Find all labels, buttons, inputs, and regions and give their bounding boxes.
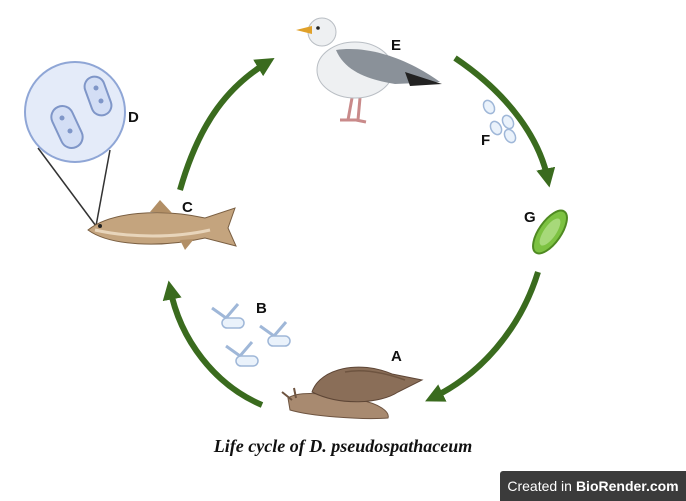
arrow-gull-to-egg [453, 55, 556, 188]
arrow-fish-to-gull [177, 58, 275, 191]
arrow-egg-to-snail [425, 271, 541, 402]
label-e: E [391, 37, 401, 54]
watermark-prefix: Created in [507, 478, 572, 494]
label-d: D [128, 109, 139, 126]
label-a: A [391, 348, 402, 365]
cercaria-icon [259, 321, 291, 347]
fish-icon [87, 200, 237, 250]
snail-icon [281, 366, 424, 420]
label-f: F [481, 132, 490, 149]
cercaria-icon [225, 341, 259, 367]
biorender-watermark[interactable]: Created in BioRender.com [500, 471, 686, 501]
egg-icon [532, 209, 568, 255]
label-g: G [524, 209, 536, 226]
label-c: C [182, 199, 193, 216]
metacercaria-inset [24, 61, 126, 227]
free-eggs-icon [482, 99, 517, 144]
gull-icon [296, 17, 442, 124]
metacercaria-icon [50, 105, 84, 149]
label-b: B [256, 300, 267, 317]
arrow-snail-to-fish [162, 280, 264, 408]
cercaria-icon [211, 303, 245, 329]
metacercaria-icon [83, 75, 113, 117]
watermark-brand: BioRender.com [575, 478, 679, 494]
diagram-caption: Life cycle of D. pseudospathaceum [213, 436, 473, 456]
